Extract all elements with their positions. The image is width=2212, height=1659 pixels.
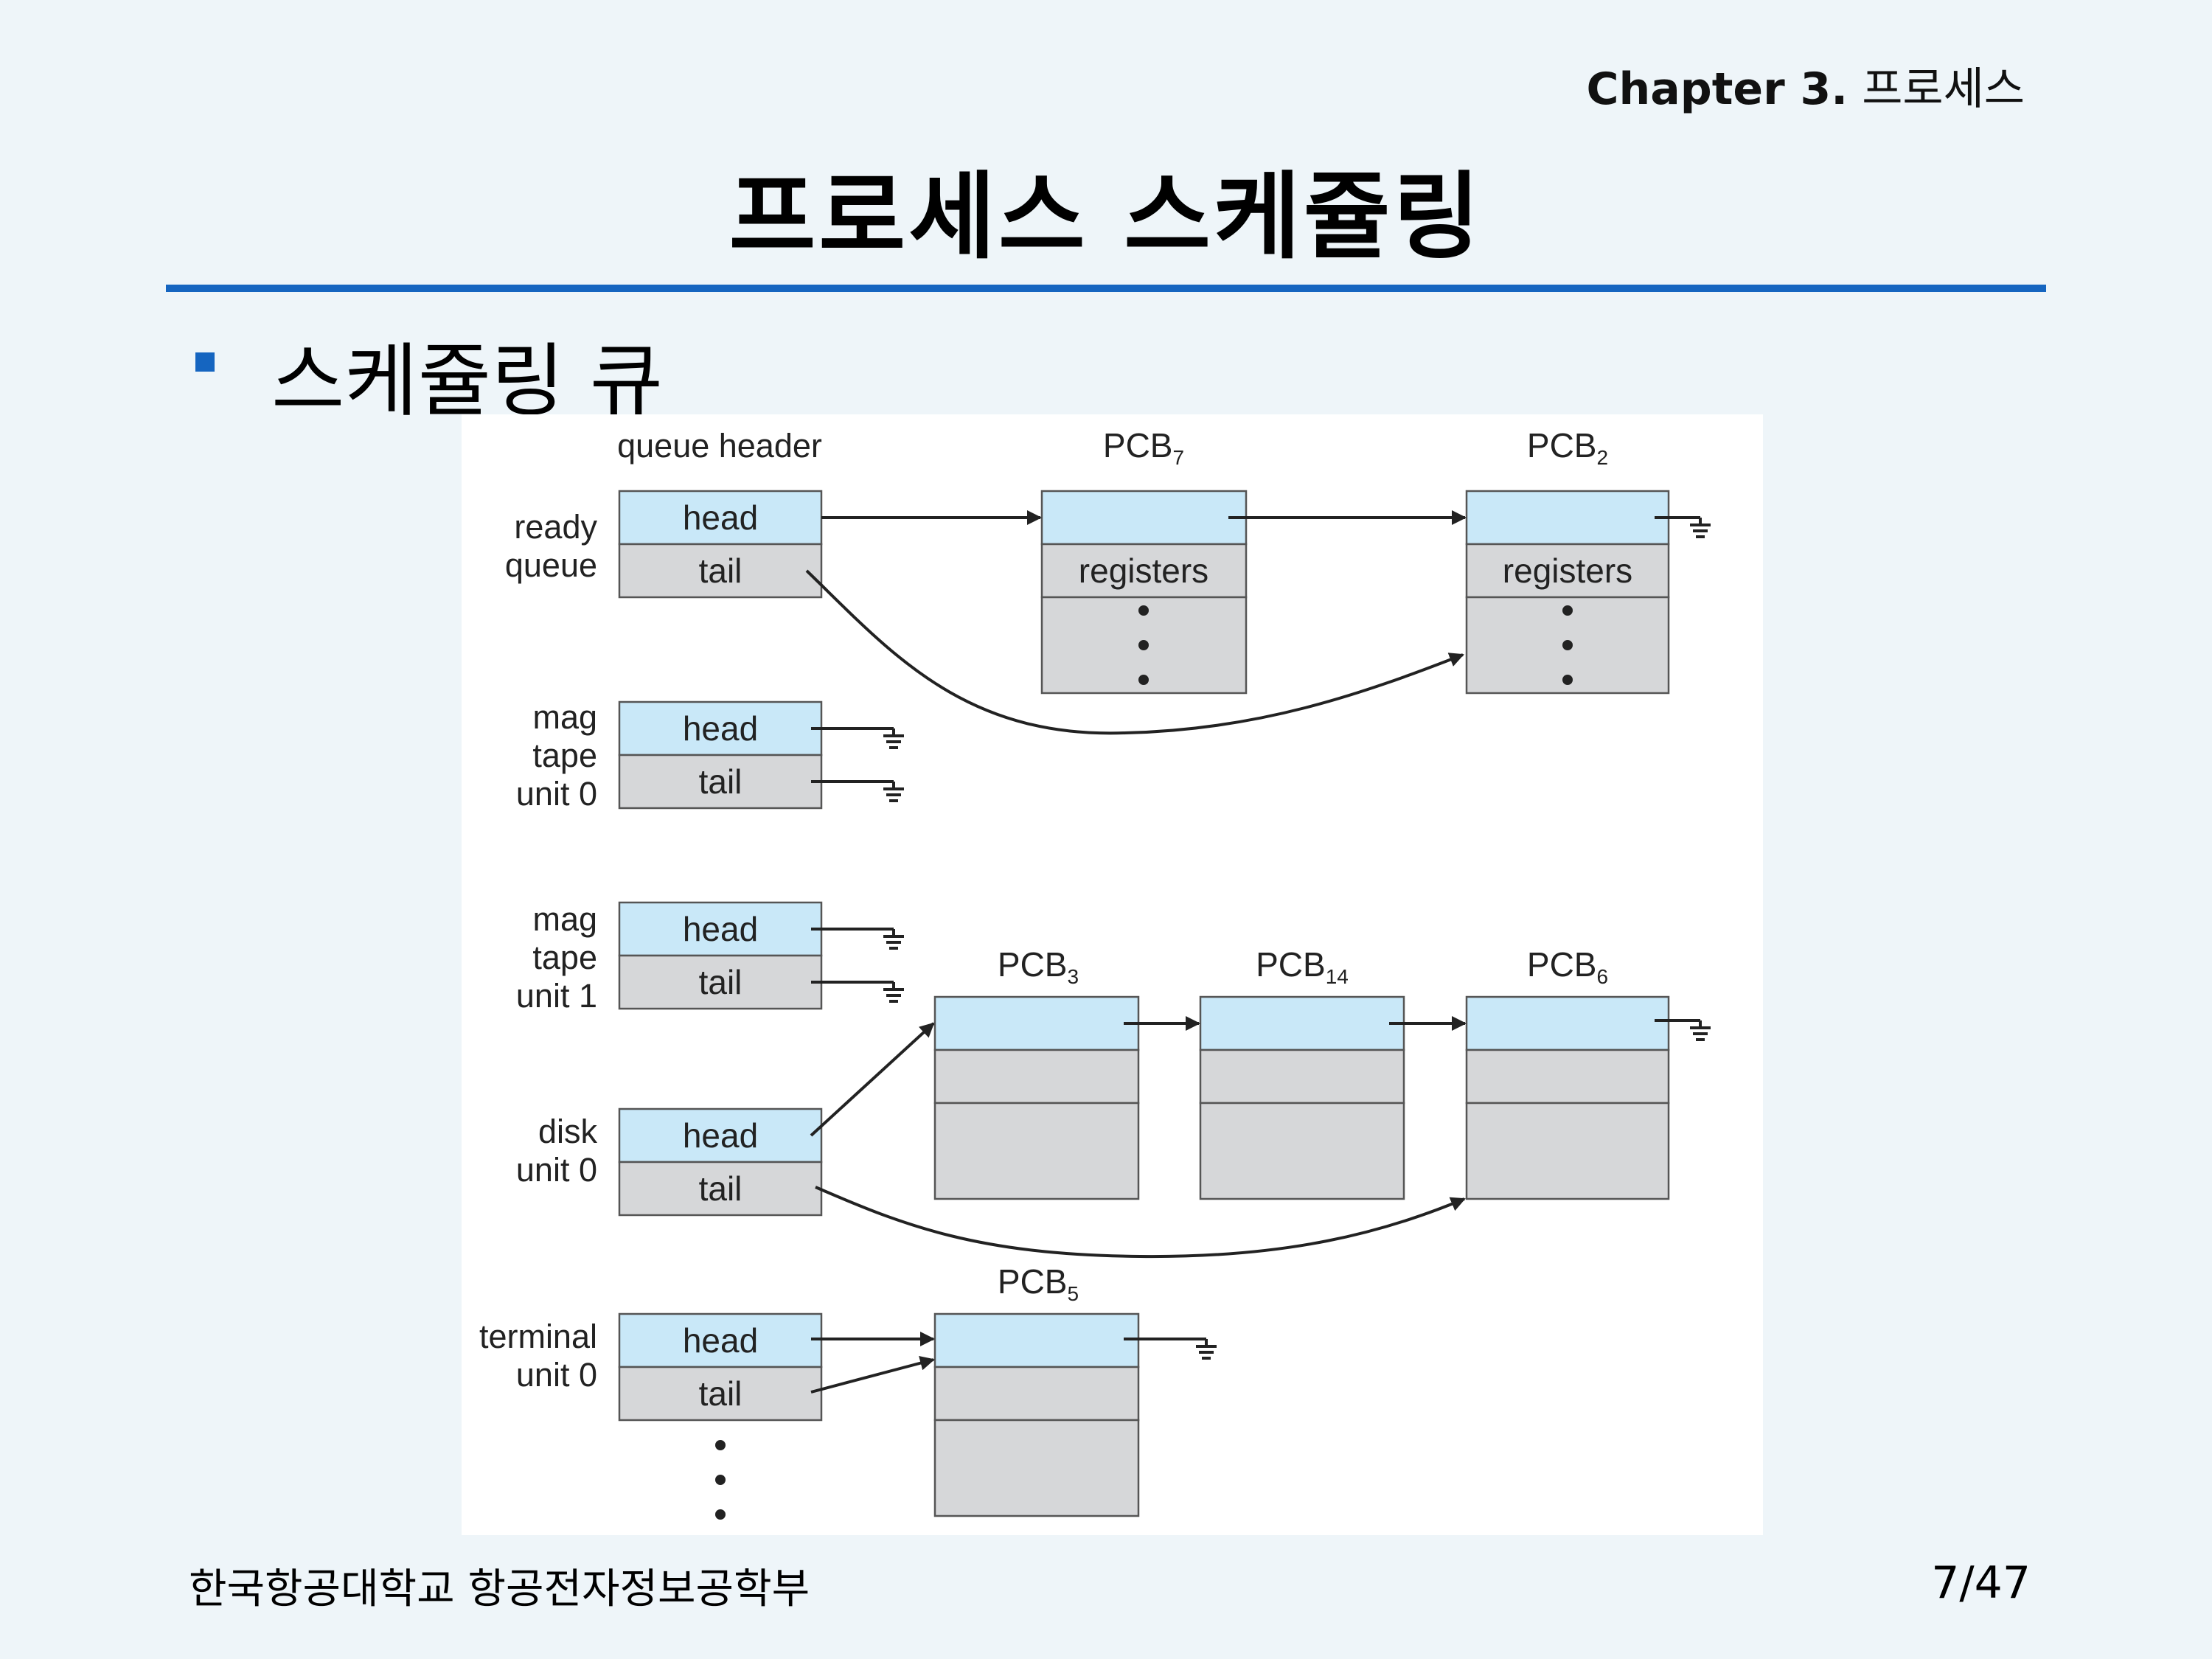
queue-label-disk-line2: unit 0 <box>516 1151 597 1189</box>
more-queues-dots <box>715 1440 726 1520</box>
head-label: head <box>683 1116 758 1155</box>
queue-label-terminal-line1: terminal <box>479 1318 597 1355</box>
tape0-queue-header: head tail <box>618 700 823 810</box>
tail-label: tail <box>699 963 742 1001</box>
bullet-heading: 스케쥴링 큐 <box>271 335 664 428</box>
tape1-queue-header: head tail <box>618 901 823 1010</box>
tail-label: tail <box>699 762 742 801</box>
title-divider <box>166 285 2046 292</box>
tail-label: tail <box>699 1169 742 1208</box>
scheduling-queue-diagram: queue header ready queue mag tape unit 0… <box>462 414 1763 1535</box>
tail-label: tail <box>699 552 742 590</box>
null-terminator-icon <box>1655 516 1711 538</box>
pcb3-label: PCB3 <box>998 945 1079 988</box>
terminal-queue-header: head tail <box>618 1312 823 1422</box>
disk-tail-arrow <box>815 1186 1466 1259</box>
head-label: head <box>683 498 758 537</box>
page-number: 7/47 <box>1931 1557 2031 1609</box>
queue-label-tape1-line1: mag <box>532 900 597 938</box>
head-label: head <box>683 709 758 748</box>
queue-label-tape0-line2: tape <box>532 737 597 774</box>
chapter-name: 프로세스 <box>1862 63 2025 115</box>
pcb14-box <box>1199 995 1405 1200</box>
null-terminator-icon <box>811 928 904 950</box>
queue-label-tape0-line3: unit 0 <box>516 775 597 813</box>
queue-label-tape1-line3: unit 1 <box>516 977 597 1015</box>
ready-tail-arrow <box>805 569 1464 735</box>
pcb7-label: PCB7 <box>1103 426 1184 469</box>
ready-queue-header: head tail <box>618 490 823 599</box>
tail-label: tail <box>699 1374 742 1413</box>
square-bullet-icon <box>195 352 215 372</box>
null-terminator-icon <box>811 727 904 749</box>
head-label: head <box>683 910 758 948</box>
queue-label-tape1-line2: tape <box>532 939 597 976</box>
pcb3-box <box>933 995 1140 1200</box>
slide-title: 프로세스 스케쥴링 <box>728 162 1484 272</box>
queue-label-disk-line1: disk <box>538 1113 598 1150</box>
pcb7-box: registers <box>1040 490 1248 695</box>
registers-label: registers <box>1503 552 1632 590</box>
pcb2-box: registers <box>1465 490 1670 695</box>
registers-label: registers <box>1079 552 1208 590</box>
null-terminator-icon <box>811 981 904 1003</box>
pcb6-label: PCB6 <box>1527 945 1608 988</box>
queue-label-ready-line1: ready <box>514 508 597 546</box>
chapter-label: Chapter 3. 프로세스 <box>1587 53 2025 117</box>
queue-header-label: queue header <box>617 427 822 465</box>
queue-label-terminal-line2: unit 0 <box>516 1356 597 1394</box>
head-label: head <box>683 1321 758 1360</box>
disk-queue-header: head tail <box>618 1107 823 1217</box>
chapter-number: Chapter 3. <box>1586 63 1848 115</box>
null-terminator-icon <box>811 780 904 802</box>
footer-school: 한국항공대학교 항공전자정보공학부 <box>189 1565 810 1613</box>
queue-label-tape0-line1: mag <box>532 698 597 736</box>
queue-label-ready-line2: queue <box>505 546 597 584</box>
disk-head-arrow <box>810 1022 935 1137</box>
null-terminator-icon <box>1124 1338 1217 1360</box>
null-terminator-icon <box>1655 1019 1711 1041</box>
pcb14-label: PCB14 <box>1256 945 1349 988</box>
pcb2-label: PCB2 <box>1527 426 1608 469</box>
pcb5-label: PCB5 <box>998 1262 1079 1305</box>
terminal-tail-arrow <box>810 1355 935 1394</box>
pcb5-box <box>933 1312 1140 1517</box>
pcb6-box <box>1465 995 1670 1200</box>
